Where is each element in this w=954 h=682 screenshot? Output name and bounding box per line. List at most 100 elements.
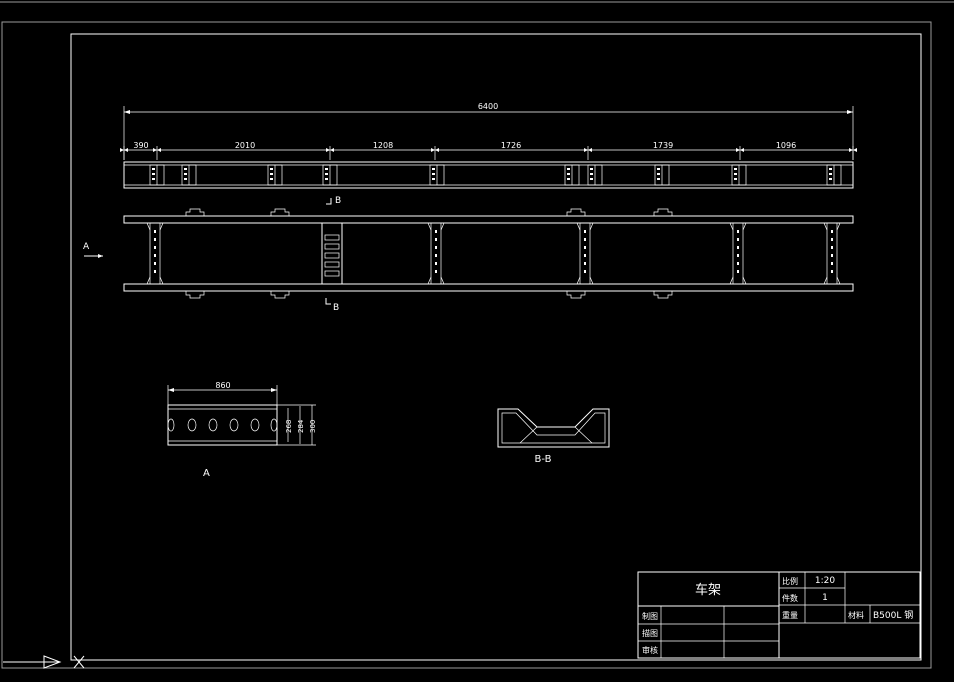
- section-b-plate: [324, 234, 340, 241]
- bolt-mark: [734, 178, 737, 180]
- traced-label: 描图: [642, 628, 658, 638]
- section-b-plate: [324, 261, 340, 268]
- bolt-mark: [325, 178, 328, 180]
- bolt-mark: [584, 246, 586, 249]
- weight-label: 重量: [782, 610, 798, 620]
- bolt-mark: [831, 230, 833, 233]
- rail-bracket-bottom: [185, 291, 205, 299]
- bolt-mark: [737, 254, 739, 257]
- frame-plan-view: B: [123, 208, 854, 313]
- section-b-plate: [324, 243, 340, 250]
- material-label: 材料: [848, 610, 864, 620]
- bolt-mark: [590, 168, 593, 170]
- drawing-frame: [70, 33, 922, 661]
- title-block: 车架 比例 1:20 件数 1 重量 材料 B500L 钢 制图 描图 审核: [637, 571, 921, 659]
- bolt-mark: [152, 178, 155, 180]
- drawing-title: 车架: [695, 582, 721, 598]
- lightening-hole: [270, 418, 278, 432]
- bolt-mark: [737, 270, 739, 273]
- bolt-mark: [831, 246, 833, 249]
- section-b-member: [321, 222, 343, 285]
- bolt-mark: [737, 230, 739, 233]
- section-bb-label: B-B: [535, 454, 552, 465]
- bolt-mark: [154, 238, 156, 241]
- bolt-mark: [567, 168, 570, 170]
- dim-seg-6: 1096: [776, 141, 796, 150]
- bolt-mark: [734, 173, 737, 175]
- crossmember-gusset: [427, 222, 445, 285]
- crossmember-gusset: [729, 222, 747, 285]
- drawn-label: 制图: [642, 611, 658, 621]
- bolt-mark: [657, 178, 660, 180]
- bolt-mark: [737, 246, 739, 249]
- bolt-mark: [432, 173, 435, 175]
- crossmember-gusset: [823, 222, 841, 285]
- segment-arrow: [153, 148, 157, 152]
- bolt-mark: [590, 173, 593, 175]
- segment-arrow: [435, 148, 439, 152]
- dim-seg-5: 1739: [653, 141, 673, 150]
- bolt-mark: [829, 173, 832, 175]
- bolt-mark: [831, 270, 833, 273]
- scale-label: 比例: [782, 576, 798, 586]
- crossmember-gusset: [576, 222, 594, 285]
- bolt-mark: [584, 238, 586, 241]
- sheet-outer-border: [1, 21, 932, 669]
- rail-bracket-top: [270, 208, 290, 216]
- rail-bracket-bottom: [566, 291, 586, 299]
- bolt-mark: [435, 270, 437, 273]
- bolt-mark: [737, 238, 739, 241]
- bolt-mark: [435, 246, 437, 249]
- section-mark-b-upper: B: [335, 196, 341, 206]
- bolt-mark: [154, 230, 156, 233]
- crossmember: [732, 222, 744, 285]
- dim-height-268: 268: [285, 420, 293, 433]
- bolt-mark: [734, 168, 737, 170]
- section-bb-view: B-B: [497, 408, 610, 465]
- dim-seg-1: 390: [133, 141, 148, 150]
- qty-label: 件数: [782, 593, 798, 603]
- bolt-mark: [184, 173, 187, 175]
- rail-bracket-bottom: [270, 291, 290, 299]
- checked-label: 审核: [642, 645, 658, 655]
- view-a-label: A: [83, 242, 90, 252]
- bolt-mark: [590, 178, 593, 180]
- rail-bracket-top: [185, 208, 205, 216]
- bolt-mark: [831, 262, 833, 265]
- dim-seg-3: 1208: [373, 141, 393, 150]
- dim-seg-2: 2010: [235, 141, 255, 150]
- segment-arrow: [849, 148, 853, 152]
- bolt-mark: [831, 254, 833, 257]
- ucs-icon: [3, 655, 85, 669]
- bolt-mark: [567, 173, 570, 175]
- rail-bracket-top: [653, 208, 673, 216]
- lightening-hole: [208, 418, 218, 432]
- lightening-hole: [250, 418, 260, 432]
- detail-a-view: 860 268 284 300 A: [167, 381, 317, 479]
- bolt-mark: [435, 238, 437, 241]
- segment-arrow: [736, 148, 740, 152]
- lightening-hole: [187, 418, 197, 432]
- lightening-hole: [167, 418, 175, 432]
- segment-arrow: [584, 148, 588, 152]
- bolt-mark: [152, 168, 155, 170]
- rail-bracket-bottom: [653, 291, 673, 299]
- detail-a-label: A: [203, 468, 210, 479]
- segment-arrow: [431, 148, 435, 152]
- dim-height-284: 284: [297, 419, 305, 433]
- segment-arrow: [330, 148, 334, 152]
- bolt-mark: [829, 168, 832, 170]
- view-a-arrow: A: [83, 242, 103, 258]
- segment-arrow: [326, 148, 330, 152]
- dim-detail-width: 860: [215, 381, 230, 390]
- bolt-mark: [325, 173, 328, 175]
- bolt-mark: [154, 262, 156, 265]
- lightening-hole: [229, 418, 239, 432]
- bolt-mark: [432, 178, 435, 180]
- bolt-mark: [584, 254, 586, 257]
- crossmember: [149, 222, 161, 285]
- crossmember-gusset: [146, 222, 164, 285]
- bolt-mark: [584, 262, 586, 265]
- section-mark-b-lower: B: [333, 303, 339, 313]
